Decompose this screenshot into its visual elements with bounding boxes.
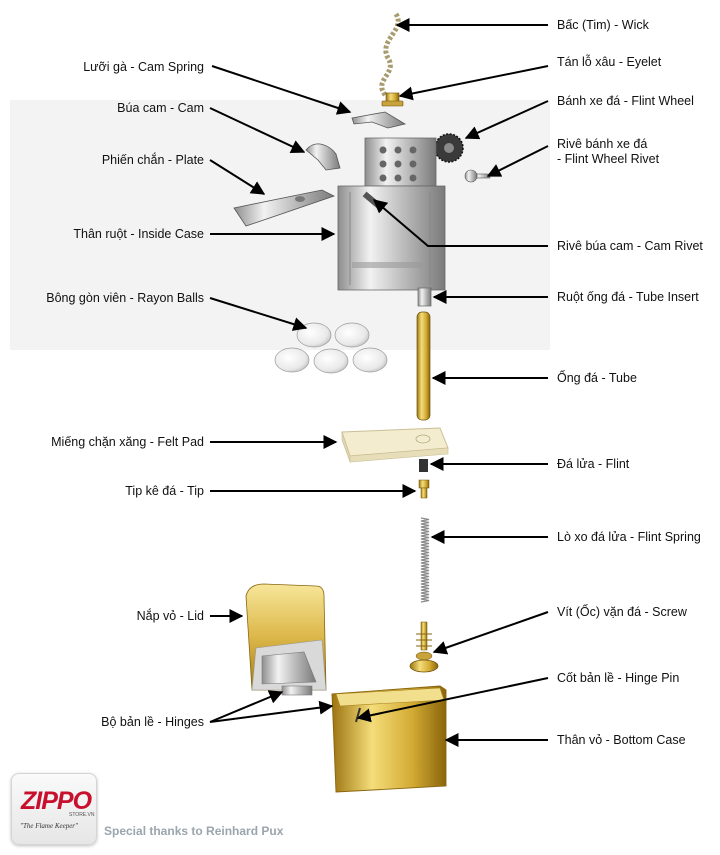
label-inside-case: Thân ruột - Inside Case xyxy=(73,227,204,241)
label-flint-wheel-rivet-1: Rivê bánh xe đá xyxy=(557,137,648,151)
zippo-logo: ZIPPO STORE.VN "The Flame Keeper" xyxy=(11,773,97,845)
label-rayon-balls: Bông gòn viên - Rayon Balls xyxy=(46,291,204,305)
plate-hole xyxy=(295,196,305,202)
arrow-screw xyxy=(432,611,549,655)
arrow-hinges-upper xyxy=(209,690,284,723)
arrow-cam xyxy=(209,107,306,153)
tip-part xyxy=(418,479,430,499)
arrow-cam-rivet xyxy=(372,199,548,247)
wick-part xyxy=(379,12,401,98)
label-wick: Bấc (Tim) - Wick xyxy=(557,18,649,32)
arrow-cam-spring xyxy=(211,65,352,115)
logo-tagline: "The Flame Keeper" xyxy=(20,822,78,830)
screw-part xyxy=(409,621,439,673)
label-hinges: Bộ bản lề - Hinges xyxy=(101,715,204,729)
label-tube: Ống đá - Tube xyxy=(557,371,637,385)
flint-spring-part xyxy=(420,517,430,603)
tube-part xyxy=(416,311,431,421)
credit-text: Special thanks to Reinhard Pux xyxy=(104,824,284,838)
arrow-flint-wheel xyxy=(464,100,549,140)
label-cam-rivet: Rivê búa cam - Cam Rivet xyxy=(557,239,703,253)
label-tube-insert: Ruột ống đá - Tube Insert xyxy=(557,290,699,304)
cam-part xyxy=(305,143,341,171)
label-cam: Búa cam - Cam xyxy=(117,101,204,115)
label-lid: Nắp vỏ - Lid xyxy=(136,609,204,623)
label-flint-spring: Lò xo đá lửa - Flint Spring xyxy=(557,530,701,544)
label-cam-spring: Lưỡi gà - Cam Spring xyxy=(83,60,204,74)
arrow-eyelet xyxy=(398,65,549,101)
inside-case-part xyxy=(337,137,446,291)
arrow-rayon-balls xyxy=(209,297,308,331)
arrow-plate xyxy=(209,159,266,195)
label-plate: Phiến chắn - Plate xyxy=(101,153,204,167)
tube-insert-part xyxy=(417,287,432,307)
label-flint-wheel-rivet-2: - Flint Wheel Rivet xyxy=(557,152,660,166)
plate-part xyxy=(233,189,336,227)
arrow-hinge-pin xyxy=(356,677,549,723)
label-screw: Vít (Ốc) vặn đá - Screw xyxy=(557,605,687,619)
arrow-flint-wheel-rivet xyxy=(486,145,549,177)
label-bottom-case: Thân vỏ - Bottom Case xyxy=(557,733,686,747)
logo-brand: ZIPPO xyxy=(21,787,92,815)
felt-pad-part xyxy=(341,427,449,463)
label-tip: Tip kê đá - Tip xyxy=(125,484,204,498)
flint-wheel-part xyxy=(434,133,464,163)
lid-part xyxy=(245,583,327,691)
label-flint-wheel: Bánh xe đá - Flint Wheel xyxy=(557,94,694,108)
label-eyelet: Tán lỗ xâu - Eyelet xyxy=(557,55,662,69)
flint-wheel-rivet-part xyxy=(464,169,491,183)
label-hinge-pin: Cốt bản lề - Hinge Pin xyxy=(557,671,680,685)
arrow-hinges-lower xyxy=(209,700,334,723)
cam-spring-part xyxy=(351,111,407,129)
label-felt-pad: Miếng chặn xăng - Felt Pad xyxy=(51,435,204,449)
label-flint: Đá lửa - Flint xyxy=(557,457,630,471)
logo-sub: STORE.VN xyxy=(69,812,95,818)
bottom-case-part xyxy=(331,685,447,793)
flint-part xyxy=(419,459,428,472)
